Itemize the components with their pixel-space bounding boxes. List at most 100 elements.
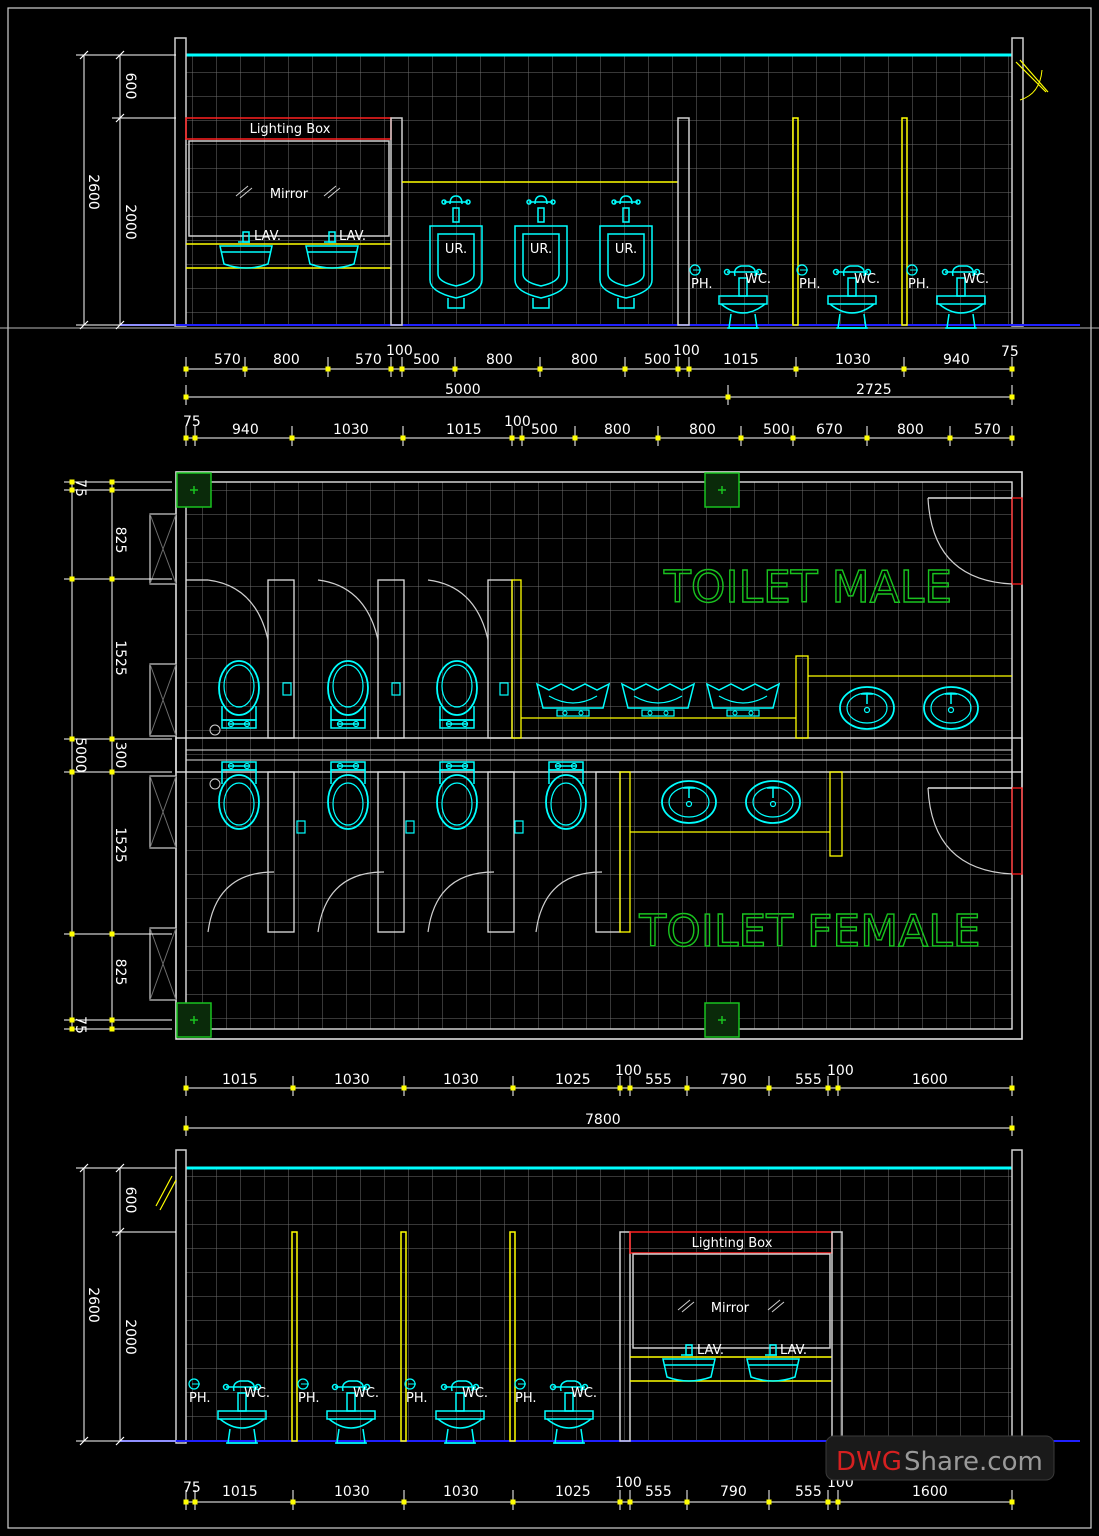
dim-female-elev-seg-1: 75	[183, 1480, 201, 1496]
dimension-tick	[388, 366, 394, 372]
dimension-tick	[109, 487, 115, 493]
door-arc	[1019, 69, 1043, 101]
dimension-tick	[183, 366, 189, 372]
dim-female-elev-seg-9: 555	[795, 1484, 822, 1500]
dimension-tick	[69, 576, 75, 582]
window-4	[149, 927, 177, 1001]
dim-male-elev-seg-9: 100	[673, 343, 700, 359]
dim-male-elev-total-1: 5000	[445, 382, 481, 398]
dimension-tick	[519, 435, 525, 441]
wc-label-f2: WC.	[353, 1386, 379, 1401]
partition-wall	[619, 1231, 631, 1442]
partition-wall-1	[390, 117, 403, 326]
plan-inner-wall	[185, 481, 1013, 1030]
plan-dims: 75 940 1030 1015 100 500 800 800 500 670…	[71, 414, 1012, 1129]
window-2	[149, 663, 177, 737]
dimension-tick	[1009, 394, 1015, 400]
dimension-tick	[617, 1085, 623, 1091]
dimension-tick	[686, 366, 692, 372]
dim-female-elev-v-2: 2000	[122, 1319, 138, 1355]
room-label-male: TOILET MALE	[663, 562, 952, 613]
mirror-label-f: Mirror	[711, 1301, 750, 1316]
dimension-tick	[109, 931, 115, 937]
dimension-tick	[655, 435, 661, 441]
right-wall	[1011, 1149, 1023, 1444]
dimension-tick	[510, 1499, 516, 1505]
urinal-label-1: UR.	[445, 242, 467, 257]
ph-label-1: PH.	[691, 277, 713, 292]
dim-male-elev-seg-1: 570	[214, 352, 241, 368]
dim-female-elev-seg-8: 790	[720, 1484, 747, 1500]
urinal-label-3: UR.	[615, 242, 637, 257]
dim-plan-bottom-9: 100	[827, 1063, 854, 1079]
dimension-tick	[109, 1026, 115, 1032]
dimension-tick	[793, 366, 799, 372]
partition-wall-2	[677, 117, 690, 326]
dimension-tick	[825, 1085, 831, 1091]
dim-male-elev-v-2: 2000	[122, 204, 138, 240]
dim-plan-bottom-3: 1030	[443, 1072, 479, 1088]
dimension-tick	[109, 769, 115, 775]
dimension-tick	[289, 435, 295, 441]
female-vanity-end	[829, 771, 843, 857]
dimension-tick	[510, 1085, 516, 1091]
dim-plan-top-12: 570	[974, 422, 1001, 438]
dimension-tick	[572, 435, 578, 441]
dimension-tick	[69, 736, 75, 742]
dimension-tick	[183, 394, 189, 400]
door-swing	[1015, 59, 1049, 93]
window-3	[149, 775, 177, 849]
plan-tile-floor	[186, 482, 1012, 1029]
column-2	[704, 472, 740, 508]
dim-plan-left-5: 1525	[112, 827, 128, 863]
dimension-tick	[69, 769, 75, 775]
wc-label-f3: WC.	[462, 1386, 488, 1401]
dim-male-elev-seg-4: 100	[386, 343, 413, 359]
column-4	[704, 1002, 740, 1038]
dimension-tick	[69, 1017, 75, 1023]
dimension-tick	[452, 366, 458, 372]
dimension-tick	[901, 366, 907, 372]
dimension-tick	[864, 435, 870, 441]
dim-plan-left-3: 1525	[112, 640, 128, 676]
paper-holder-icon	[391, 682, 401, 696]
floor-plan: TOILET MALE TOI	[149, 471, 1023, 1040]
elevation-female-dims: 75 1015 1030 1030 1025 100 555 790 555 1…	[76, 1163, 1012, 1503]
dimension-tick	[738, 435, 744, 441]
male-cubicles	[186, 579, 522, 739]
ph-label-f1: PH.	[189, 1391, 211, 1406]
dim-plan-top-6: 500	[531, 422, 558, 438]
right-wall	[1011, 37, 1024, 327]
dimension-tick	[622, 366, 628, 372]
dim-male-elev-seg-11: 1030	[835, 352, 871, 368]
lav-label-f1: LAV.	[697, 1343, 724, 1358]
dim-plan-top-10: 670	[816, 422, 843, 438]
floor-drain-icon	[209, 724, 221, 736]
dim-plan-bottom-total: 7800	[585, 1112, 621, 1128]
dimension-tick	[684, 1499, 690, 1505]
dimension-tick	[69, 931, 75, 937]
ph-label-f3: PH.	[406, 1391, 428, 1406]
dim-female-elev-seg-11: 1600	[912, 1484, 948, 1500]
dim-male-elev-seg-5: 500	[413, 352, 440, 368]
dimension-tick	[325, 366, 331, 372]
dim-plan-top-7: 800	[604, 422, 631, 438]
wc-label-f4: WC.	[571, 1386, 597, 1401]
lav-label-f2: LAV.	[780, 1343, 807, 1358]
male-door-frame	[1011, 497, 1023, 585]
paper-holder-icon	[296, 820, 306, 834]
floor-drain-icon	[209, 778, 221, 790]
dimension-tick	[109, 576, 115, 582]
dimension-tick	[825, 1499, 831, 1505]
wc-label-f1: WC.	[244, 1386, 270, 1401]
ph-label-f2: PH.	[298, 1391, 320, 1406]
dimension-tick	[1009, 435, 1015, 441]
dimension-tick	[192, 1499, 198, 1505]
tile-wall-male	[186, 55, 1012, 325]
dimension-ticks	[64, 357, 1015, 1510]
dim-plan-bottom-7: 790	[720, 1072, 747, 1088]
watermark-share: Share.com	[904, 1447, 1043, 1477]
dimension-tick	[627, 1085, 633, 1091]
dim-plan-top-9: 500	[763, 422, 790, 438]
